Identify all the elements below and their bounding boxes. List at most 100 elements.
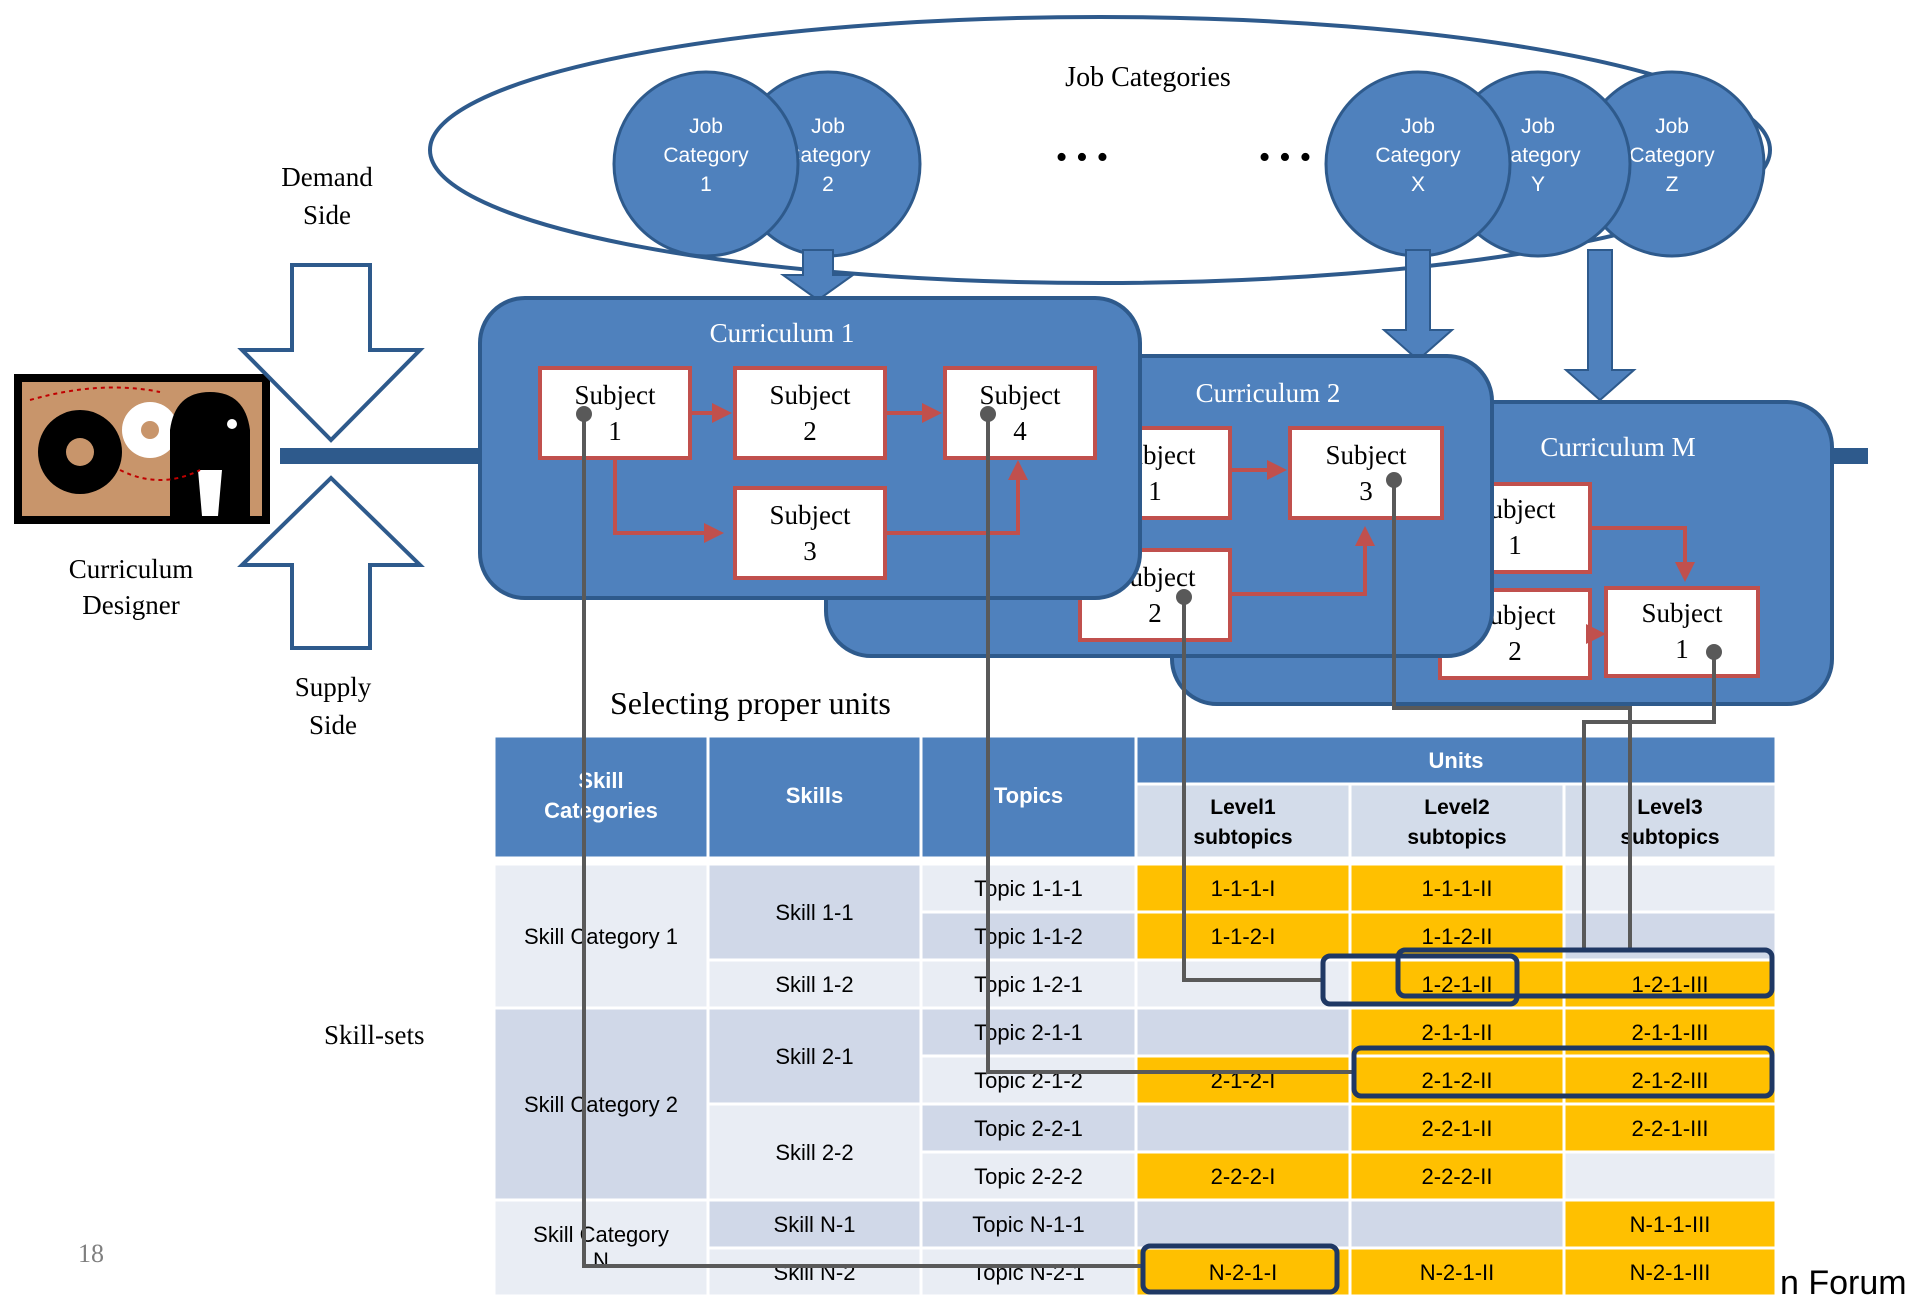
curriculum-1-subject-3[interactable]: Subject 3: [733, 486, 887, 580]
unit-cell: [1134, 1006, 1352, 1058]
header-level-3-label-2: subtopics: [1620, 826, 1719, 849]
header-level-2-label-1: Level2: [1424, 796, 1489, 819]
svg-text:Job: Job: [1521, 115, 1555, 138]
unit-label: N-1-1-III: [1630, 1212, 1711, 1237]
unit-label: 1-1-1-I: [1211, 876, 1276, 901]
topic-label: Topic N-2-1: [972, 1260, 1084, 1285]
topic-cell: [919, 1054, 1138, 1106]
connector-dot-c2-subject2: [1176, 589, 1192, 605]
svg-text:Job: Job: [1655, 115, 1689, 138]
job-category-x[interactable]: Job Category X: [1324, 70, 1512, 258]
ellipsis-left: • • •: [1056, 139, 1109, 176]
footer-text: n Forum: [1780, 1264, 1907, 1295]
subject-unit-connectors: [576, 406, 1722, 1268]
svg-text:2: 2: [822, 173, 834, 196]
svg-text:Y: Y: [1531, 173, 1545, 196]
svg-text:1: 1: [700, 173, 712, 196]
unit-label: 2-1-1-III: [1631, 1020, 1708, 1045]
header-level-1-label-2: subtopics: [1193, 826, 1292, 849]
demand-side-label-2: Side: [303, 200, 351, 230]
unit-cell: [1348, 1102, 1566, 1154]
unit-label: 2-2-1-II: [1422, 1116, 1493, 1141]
connector-dot-c1-subject1: [576, 406, 592, 422]
svg-text:Category: Category: [1375, 144, 1461, 167]
supply-side-label-1: Supply: [295, 672, 372, 702]
job-category-1[interactable]: Job Category 1: [612, 70, 800, 258]
curriculum-designer-label-1: Curriculum: [69, 554, 193, 584]
job-to-curriculum1-arrow: [779, 249, 857, 302]
svg-text:X: X: [1411, 173, 1425, 196]
curriculum-1-subject-2[interactable]: Subject 2: [733, 366, 887, 460]
skill-label: Skill N-1: [774, 1212, 856, 1237]
unit-label: 2-2-2-II: [1422, 1164, 1493, 1189]
highlight-1-2-1-row: [1395, 947, 1775, 999]
job-category-z[interactable]: Job Category Z: [1578, 70, 1766, 258]
skill-cell: [706, 1102, 923, 1202]
header-topics: [919, 734, 1138, 860]
curriculum-m-title: Curriculum M: [1540, 432, 1695, 462]
svg-text:2: 2: [1508, 636, 1522, 666]
skill-label: Skill 2-2: [775, 1140, 853, 1165]
svg-text:4: 4: [1013, 416, 1027, 446]
page-number: 18: [78, 1239, 104, 1268]
demand-arrow: [237, 263, 425, 443]
job-to-curriculumM-arrow: [1563, 249, 1637, 402]
skill-label: Skill N-2: [774, 1260, 856, 1285]
curriculum-m-subject-1[interactable]: Subject 1: [1604, 586, 1760, 678]
topic-label: Topic 2-2-2: [974, 1164, 1083, 1189]
category-label: N: [593, 1248, 609, 1273]
topic-cell: [919, 862, 1138, 914]
skill-sets-label: Skill-sets: [324, 1020, 425, 1050]
connector-dot-c2-subject3: [1386, 472, 1402, 488]
unit-label: 1-2-1-III: [1631, 972, 1708, 997]
connector-c2-subject2: [1182, 597, 1325, 982]
highlight-1-2-1-ii: [1320, 953, 1520, 1007]
unit-cell: [1562, 910, 1778, 962]
header-level-1-label-1: Level1: [1210, 796, 1276, 819]
unit-cell: [1562, 1246, 1778, 1298]
curriculum-1-subject-1[interactable]: Subject 1: [538, 366, 692, 460]
unit-label: N-2-1-II: [1420, 1260, 1495, 1285]
svg-text:Category: Category: [663, 144, 749, 167]
skill-label: Skill 1-1: [775, 900, 853, 925]
connector-c1-subject1: [582, 414, 1145, 1268]
svg-text:3: 3: [803, 536, 817, 566]
header-level-3-label-1: Level3: [1637, 796, 1702, 819]
curriculum-1-title: Curriculum 1: [710, 318, 855, 348]
unit-label: N-2-1-I: [1209, 1260, 1277, 1285]
curriculum-2-subject-3[interactable]: Subject 3: [1288, 426, 1444, 520]
svg-text:1: 1: [1148, 476, 1162, 506]
unit-cell: [1134, 1198, 1352, 1250]
header-topics-label: Topics: [994, 783, 1063, 808]
unit-cell: [1562, 1102, 1778, 1154]
category-cell: [492, 1006, 710, 1202]
category-label: Skill Category: [533, 1222, 669, 1247]
topic-cell: [919, 1198, 1138, 1250]
unit-cell: [1134, 1102, 1352, 1154]
connector-c2-subject3: [1392, 480, 1632, 950]
topic-label: Topic 1-1-2: [974, 924, 1083, 949]
header-level-2-label-2: subtopics: [1407, 826, 1506, 849]
skill-cell: [706, 1246, 923, 1298]
svg-text:2: 2: [803, 416, 817, 446]
curriculum-2-edge-2-3: [1230, 526, 1375, 596]
topic-label: Topic 1-2-1: [974, 972, 1083, 997]
svg-text:Z: Z: [1666, 173, 1679, 196]
curriculum-1[interactable]: Curriculum 1 Subject 1 Subject 2 Subject…: [478, 296, 1142, 600]
header-units-label: Units: [1429, 748, 1484, 773]
header-level-3: [1562, 782, 1778, 860]
supply-arrow: [237, 475, 425, 650]
svg-text:1: 1: [608, 416, 622, 446]
curriculum-m-edge-a: [1590, 526, 1695, 582]
curriculum-1-subject-4[interactable]: Subject 4: [943, 366, 1097, 460]
unit-label: N-2-1-III: [1630, 1260, 1711, 1285]
header-level-1: [1134, 782, 1352, 860]
svg-text:Category: Category: [1495, 144, 1581, 167]
svg-text:Subject: Subject: [575, 380, 656, 410]
highlight-n-2-1-i: [1140, 1243, 1340, 1295]
unit-label: 1-1-1-II: [1422, 876, 1493, 901]
topic-cell: [919, 1150, 1138, 1202]
unit-label: 2-1-2-III: [1631, 1068, 1708, 1093]
ellipsis-right: • • •: [1259, 139, 1312, 176]
connector-dot-c1-subject4: [980, 406, 996, 422]
